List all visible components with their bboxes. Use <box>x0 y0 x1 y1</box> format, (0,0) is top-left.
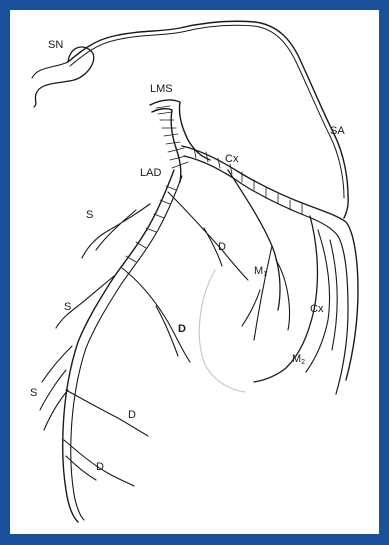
label-sa: SA <box>330 125 345 137</box>
label-lad: LAD <box>140 167 161 179</box>
sa-artery <box>68 21 348 218</box>
diagram-panel: SN LMS SA Cx LAD S D M1 S D Cx M2 S D D <box>10 10 379 534</box>
diagonal-branch-2 <box>122 268 190 362</box>
label-sn: SN <box>48 39 63 51</box>
sinus-node-artery <box>34 47 94 107</box>
label-cx-top: Cx <box>225 153 239 165</box>
label-d3: D <box>128 409 136 421</box>
label-m2: M2 <box>292 353 305 366</box>
sinus-node-artery-2 <box>32 62 68 78</box>
heart-contour <box>199 270 245 392</box>
circumflex-artery <box>182 146 358 380</box>
label-cx-mid: Cx <box>310 303 324 315</box>
label-m1: M1 <box>254 265 267 278</box>
marginal-branch-2b <box>306 230 337 372</box>
label-s3: S <box>30 387 37 399</box>
lad-artery-wall <box>71 176 182 520</box>
label-d1: D <box>218 241 226 253</box>
label-s2: S <box>64 301 71 313</box>
label-lms: LMS <box>150 83 173 95</box>
marginal-branch-2 <box>254 216 317 382</box>
cx-hatch <box>194 148 302 214</box>
coronary-artery-diagram: SN LMS SA Cx LAD S D M1 S D Cx M2 S D D <box>10 10 379 534</box>
label-d4: D <box>96 461 104 473</box>
label-s1: S <box>86 209 93 221</box>
sa-artery-wall <box>70 25 344 198</box>
marginal-branch-1b <box>242 246 290 340</box>
label-d2: D <box>178 323 186 335</box>
diagonal-branch-1 <box>168 192 248 280</box>
lad-artery <box>63 170 174 522</box>
